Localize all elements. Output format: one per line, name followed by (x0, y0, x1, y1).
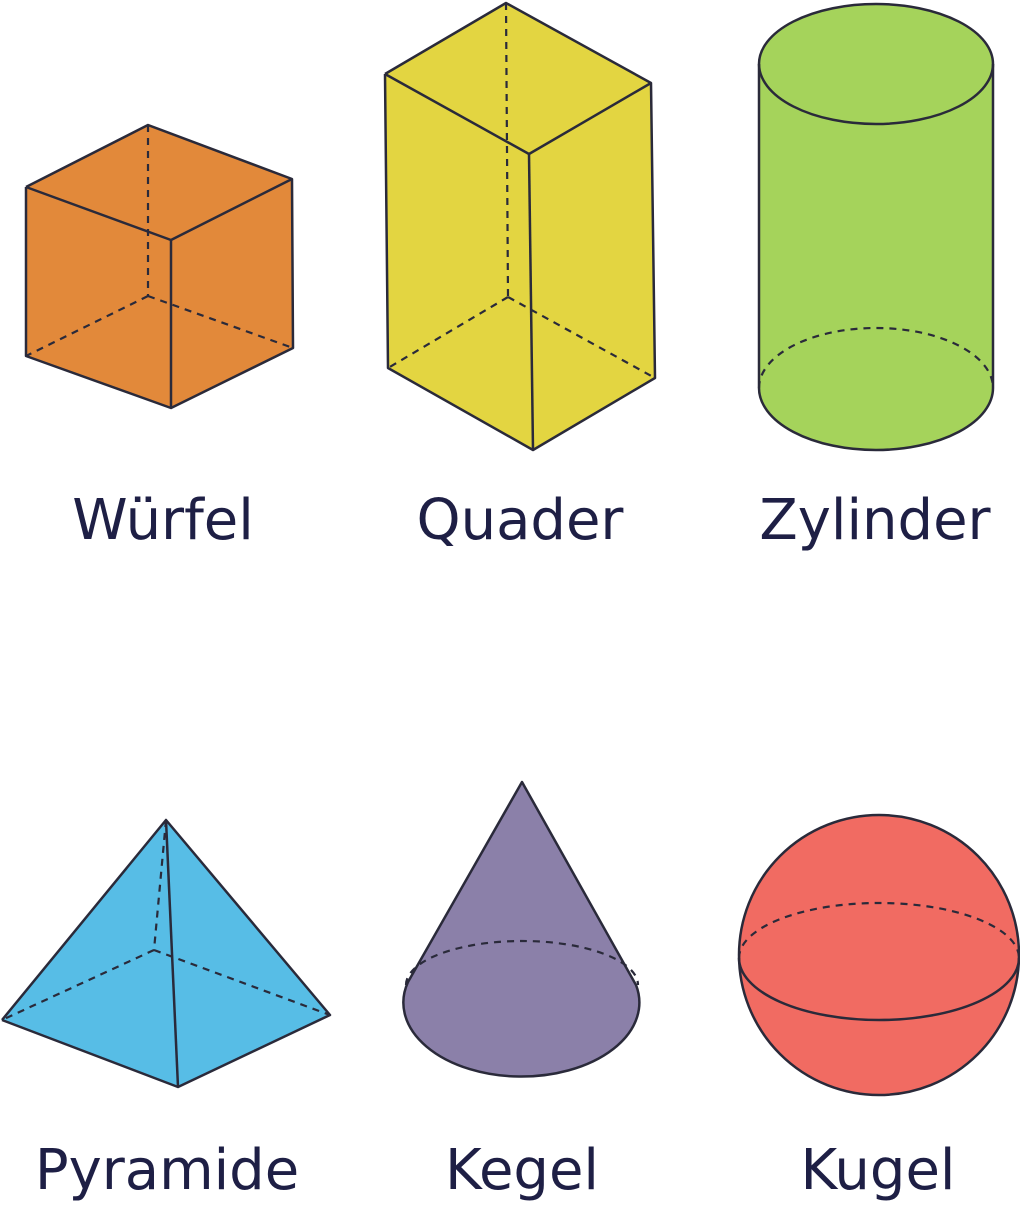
cylinder-top (759, 4, 993, 124)
label-kegel: Kegel (445, 1138, 599, 1203)
label-pyramide: Pyramide (34, 1138, 300, 1203)
label-wuerfel: Würfel (72, 488, 254, 553)
cone-shape (402, 780, 641, 1078)
cylinder-shape (757, 2, 995, 452)
sphere-shape (737, 813, 1020, 1097)
label-quader: Quader (416, 488, 624, 553)
pyramid-shape (1, 818, 332, 1089)
label-kugel: Kugel (800, 1138, 956, 1203)
cube-body (26, 125, 293, 408)
cylinder-body (759, 64, 993, 450)
cuboid-body (385, 3, 655, 450)
cube-shape (24, 123, 295, 410)
cuboid-shape (383, 1, 657, 452)
sphere-body (739, 815, 1019, 1095)
cone-body (403, 782, 640, 1077)
pyramid-body (2, 820, 330, 1087)
label-zylinder: Zylinder (759, 488, 991, 553)
